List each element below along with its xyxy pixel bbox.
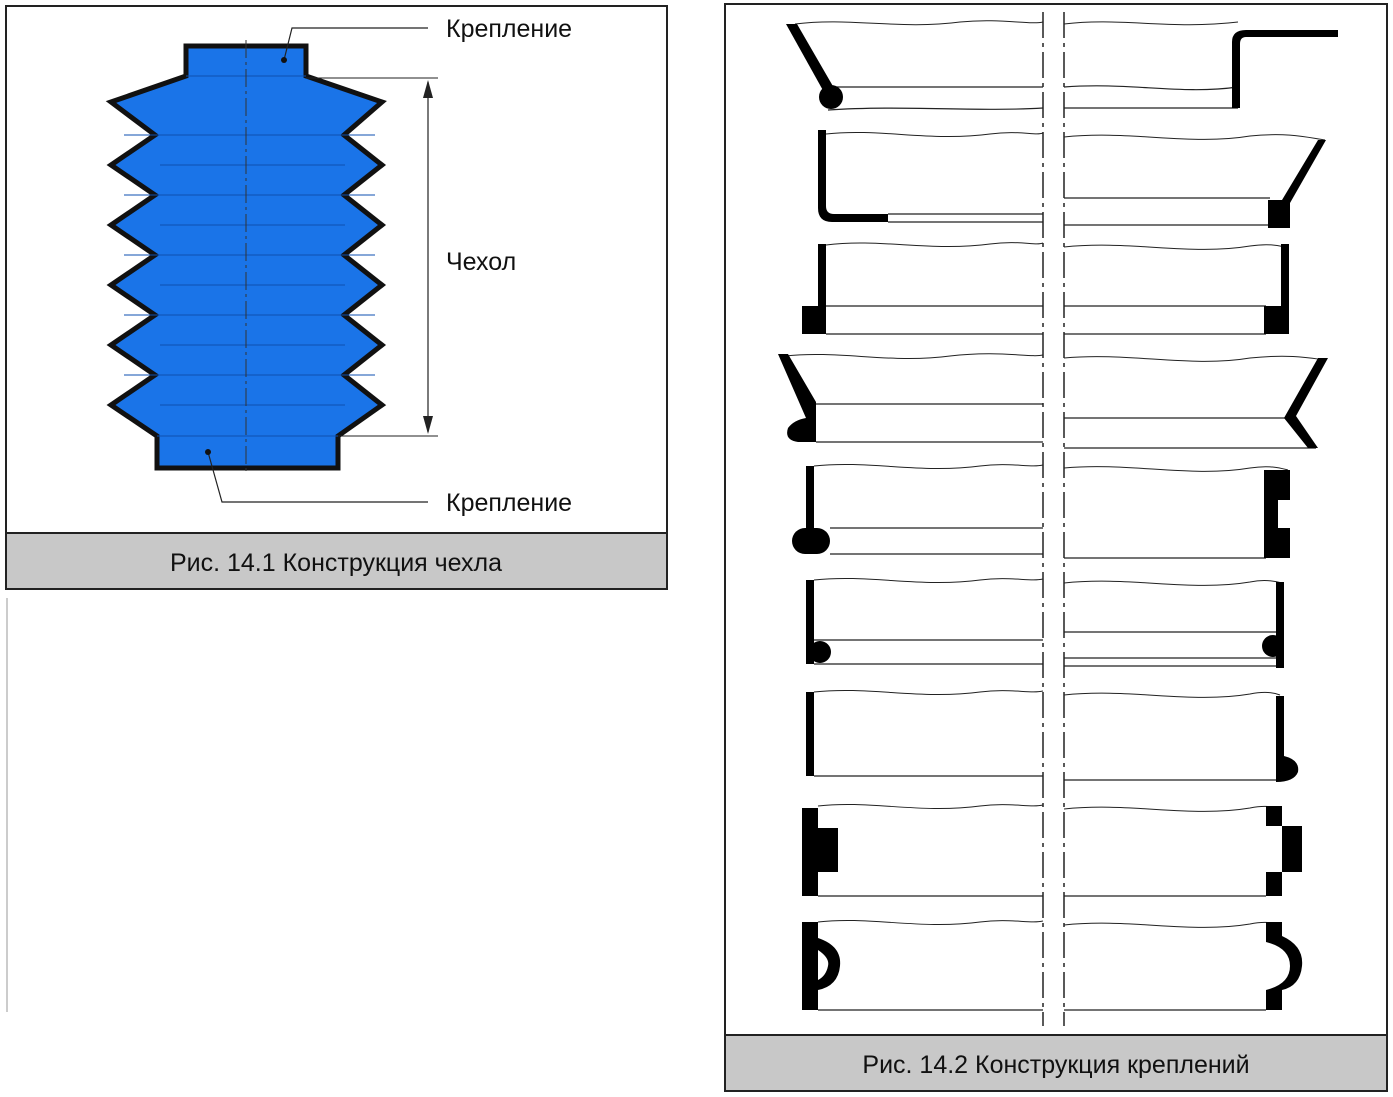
boot-fold-lines bbox=[124, 75, 375, 437]
leader-bottom-mount bbox=[207, 451, 428, 503]
mount-variant-4 bbox=[778, 353, 1328, 449]
figure2-caption: Рис. 14.2 Конструкция креплений bbox=[862, 1051, 1249, 1079]
leader-bottom-dot bbox=[205, 449, 211, 455]
mount-variant-8 bbox=[802, 803, 1302, 897]
label-bottom-mount: Крепление bbox=[446, 489, 572, 517]
mount-variant-7 bbox=[806, 689, 1299, 782]
leader-top-dot bbox=[281, 57, 287, 63]
leader-top-mount bbox=[283, 27, 428, 61]
label-boot: Чехол bbox=[446, 248, 516, 276]
mount-variant-3 bbox=[802, 242, 1289, 335]
mount-variant-9 bbox=[802, 919, 1303, 1011]
mount-variant-1 bbox=[786, 20, 1338, 111]
figure1-caption: Рис. 14.1 Конструкция чехла bbox=[170, 549, 502, 577]
boot-length-dimension bbox=[306, 77, 438, 437]
figure1-caption-bar bbox=[5, 532, 668, 590]
mount-variant-5 bbox=[792, 463, 1290, 559]
label-top-mount: Крепление bbox=[446, 15, 572, 43]
figure-boot-construction: Рис. 14.1 Конструкция чехла Крепление К bbox=[5, 5, 668, 590]
mount-variant-2 bbox=[818, 130, 1326, 228]
figure2-caption-bar bbox=[724, 1034, 1388, 1092]
figure-mount-designs: Рис. 14.2 Конструкция креплений bbox=[724, 3, 1388, 1092]
mount-variant-6 bbox=[806, 577, 1284, 668]
